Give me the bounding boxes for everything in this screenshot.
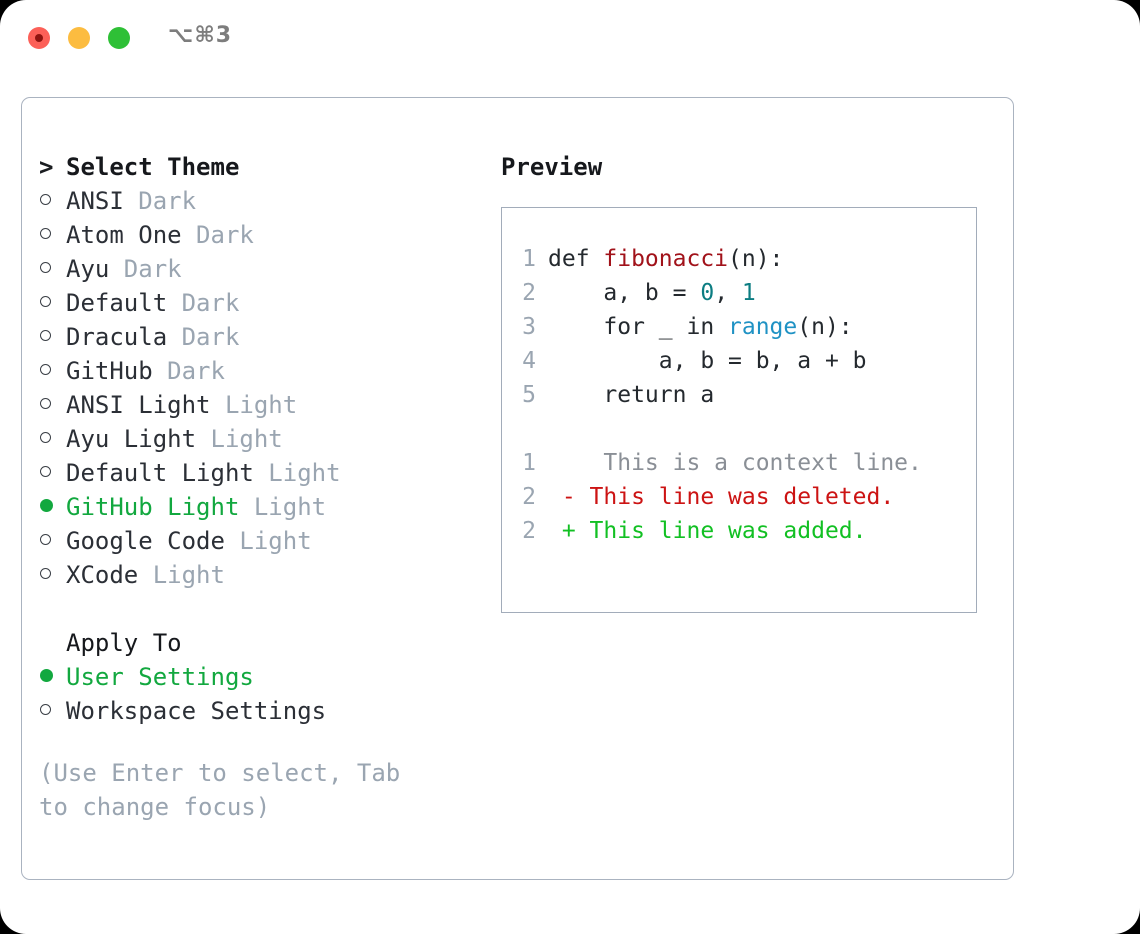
diff-line-text: This is a context line.: [548, 450, 922, 476]
theme-option-label: Google Code: [66, 527, 225, 555]
close-window-button[interactable]: [28, 27, 50, 49]
theme-option-github[interactable]: GitHub Dark: [39, 354, 479, 388]
theme-option-atom-one[interactable]: Atom One Dark: [39, 218, 479, 252]
code-line-text: for _ in range(n):: [548, 310, 853, 344]
diff-line: 2 + This line was added.: [502, 514, 976, 548]
code-line: 4 a, b = b, a + b: [502, 344, 976, 378]
theme-option-xcode[interactable]: XCode Light: [39, 558, 479, 592]
prompt-caret-icon: >: [39, 153, 54, 181]
theme-option-ayu-light[interactable]: Ayu Light Light: [39, 422, 479, 456]
code-line: 2 a, b = 0, 1: [502, 276, 976, 310]
theme-picker-heading: > Select Theme: [39, 150, 479, 184]
theme-option-github-light[interactable]: GitHub Light Light: [39, 490, 479, 524]
theme-option-variant-tag: Light: [239, 493, 327, 521]
theme-option-dracula[interactable]: Dracula Dark: [39, 320, 479, 354]
theme-option-label: Ayu Light: [66, 425, 197, 453]
theme-option-label: GitHub Light: [66, 493, 240, 521]
code-line: 5 return a: [502, 378, 976, 412]
theme-option-variant-tag: Light: [224, 527, 312, 555]
theme-option-variant-tag: Dark: [167, 323, 240, 351]
theme-option-label: Atom One: [66, 221, 182, 249]
theme-picker-heading-label: Select Theme: [66, 153, 240, 181]
preview-title: Preview: [501, 153, 603, 181]
code-line-text: def fibonacci(n):: [548, 242, 783, 276]
keyboard-shortcut-label: ⌥⌘3: [168, 23, 233, 48]
diff-line-text: - This line was deleted.: [548, 484, 895, 510]
diff-line-number: 1: [522, 450, 536, 476]
code-line: 3 for _ in range(n):: [502, 310, 976, 344]
code-line-text: a, b = b, a + b: [548, 344, 867, 378]
theme-option-label: XCode: [66, 561, 139, 589]
code-line-number: 1: [522, 246, 536, 272]
theme-option-variant-tag: Light: [138, 561, 225, 589]
code-token-num: 0: [700, 280, 715, 306]
title-bar: ⌥⌘3: [0, 0, 1140, 78]
code-token-punc: ,: [714, 280, 742, 306]
theme-option-variant-tag: Light: [210, 391, 298, 419]
theme-option-variant-tag: Dark: [167, 289, 240, 317]
apply-to-option-label: User Settings: [66, 663, 254, 691]
keyboard-hint-text: (Use Enter to select, Tab to change focu…: [39, 759, 415, 821]
code-line-text: return a: [548, 378, 714, 412]
theme-option-label: Default: [66, 289, 168, 317]
code-line-number: 4: [522, 348, 536, 374]
theme-option-ansi-light[interactable]: ANSI Light Light: [39, 388, 479, 422]
code-diff-separator: [502, 412, 976, 446]
theme-option-label: Default Light: [66, 459, 254, 487]
theme-option-ayu[interactable]: Ayu Dark: [39, 252, 479, 286]
theme-option-label: Ayu: [66, 255, 110, 283]
theme-option-variant-tag: Dark: [181, 221, 254, 249]
code-line-text: a, b = 0, 1: [548, 276, 756, 310]
diff-sample: 1 This is a context line.2 - This line w…: [502, 446, 976, 548]
code-token-kw: a, b =: [548, 280, 701, 306]
theme-option-variant-tag: Dark: [123, 187, 197, 215]
apply-to-option-workspace-settings[interactable]: Workspace Settings: [39, 694, 479, 728]
code-line-number: 5: [522, 382, 536, 408]
code-token-kw: a, b = b, a + b: [548, 348, 867, 374]
theme-option-variant-tag: Dark: [109, 255, 182, 283]
code-token-fn: fibonacci: [603, 246, 729, 272]
theme-option-label: Dracula: [66, 323, 168, 351]
theme-option-label: ANSI Light: [66, 391, 211, 419]
code-token-kw: for _ in: [548, 314, 729, 340]
diff-line-number: 2: [522, 484, 536, 510]
code-token-bif: range: [728, 314, 798, 340]
theme-option-default[interactable]: Default Dark: [39, 286, 479, 320]
theme-option-label: GitHub: [66, 357, 153, 385]
theme-option-variant-tag: Dark: [152, 357, 225, 385]
diff-line-text: + This line was added.: [548, 518, 867, 544]
apply-to-heading-indent: [39, 626, 66, 660]
theme-option-variant-tag: Light: [196, 425, 283, 453]
apply-to-heading-label: Apply To: [66, 629, 182, 657]
code-line-number: 2: [522, 280, 536, 306]
theme-option-variant-tag: Light: [253, 459, 341, 487]
theme-option-google-code[interactable]: Google Code Light: [39, 524, 479, 558]
apply-to-heading: Apply To: [39, 626, 479, 660]
maximize-window-button[interactable]: [108, 27, 130, 49]
apply-to-option-user-settings[interactable]: User Settings: [39, 660, 479, 694]
theme-option-ansi[interactable]: ANSI Dark: [39, 184, 479, 218]
theme-option-default-light[interactable]: Default Light Light: [39, 456, 479, 490]
minimize-window-button[interactable]: [68, 27, 90, 49]
diff-line: 2 - This line was deleted.: [502, 480, 976, 514]
code-token-punc: (n):: [797, 314, 853, 340]
code-token-num: 1: [741, 280, 756, 306]
code-token-punc: (n):: [728, 246, 784, 272]
code-line-number: 3: [522, 314, 536, 340]
diff-line: 1 This is a context line.: [502, 446, 976, 480]
code-token-kw: def: [548, 246, 604, 272]
theme-option-label: ANSI: [66, 187, 124, 215]
diff-line-number: 2: [522, 518, 536, 544]
code-line: 1 def fibonacci(n):: [502, 242, 976, 276]
apply-to-option-label: Workspace Settings: [66, 697, 327, 725]
section-spacer: [39, 592, 479, 626]
code-token-kw: return a: [548, 382, 715, 408]
